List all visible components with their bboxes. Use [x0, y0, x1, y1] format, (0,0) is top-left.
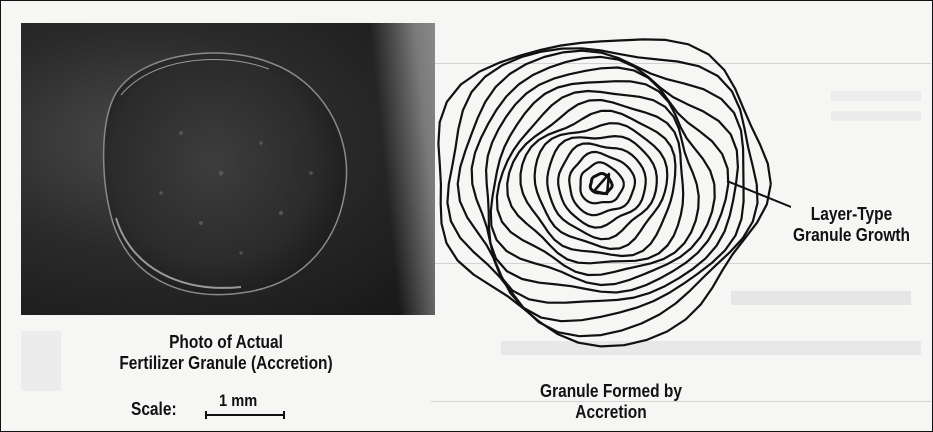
growth-layer-ring — [521, 111, 676, 256]
growth-layer-ring — [497, 91, 699, 275]
layer-callout-label: Layer-Type Granule Growth — [787, 204, 916, 246]
granule-photo-shape — [21, 23, 435, 315]
scale-bar — [205, 411, 285, 419]
layer-callout-line2: Granule Growth — [787, 225, 916, 246]
photo-caption: Photo of Actual Fertilizer Granule (Accr… — [93, 332, 360, 374]
growth-layer-ring — [558, 144, 646, 228]
diagram-caption: Granule Formed by Accretion — [516, 381, 705, 423]
scale-value: 1 mm — [219, 391, 257, 411]
growth-layer-ring — [547, 136, 657, 239]
photo-caption-line2: Fertilizer Granule (Accretion) — [93, 353, 360, 374]
diagram-caption-line2: Accretion — [516, 402, 705, 423]
scale-indicator: Scale: 1 mm — [131, 395, 331, 421]
photo-caption-line1: Photo of Actual — [93, 332, 360, 353]
layer-callout-line1: Layer-Type — [787, 204, 916, 225]
scale-label: Scale: — [131, 399, 177, 420]
layer-diagram — [431, 31, 791, 371]
callout-leader-line — [727, 181, 791, 209]
granule-photo — [21, 23, 435, 315]
growth-layer-ring — [535, 123, 668, 249]
diagram-caption-line1: Granule Formed by — [516, 381, 705, 402]
